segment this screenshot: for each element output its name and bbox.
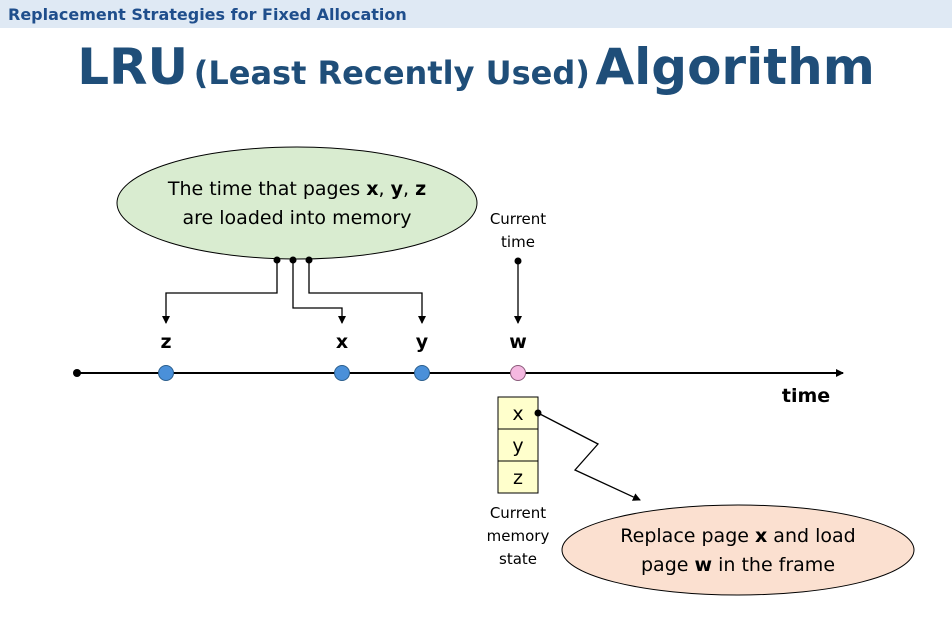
memory-caption-line1: Current xyxy=(490,504,546,522)
connector-y xyxy=(308,260,426,324)
point-label-x: x xyxy=(336,331,348,353)
timeline-point-x xyxy=(334,365,350,381)
point-label-z: z xyxy=(160,331,171,353)
bottom-bubble-line2: page w in the frame xyxy=(641,554,835,576)
timeline-point-w xyxy=(510,365,526,381)
connector-x xyxy=(292,260,346,324)
memory-frame-3-label: z xyxy=(513,467,523,489)
memory-caption-line3: state xyxy=(499,550,537,568)
slide-title: LRU (Least Recently Used) Algorithm xyxy=(0,38,952,96)
timeline-point-z xyxy=(158,365,174,381)
title-main: LRU xyxy=(77,38,189,96)
time-axis-label: time xyxy=(782,385,830,407)
timeline-point-y xyxy=(414,365,430,381)
point-label-w: w xyxy=(509,331,527,353)
point-label-y: y xyxy=(416,331,429,353)
current-time-line2: time xyxy=(501,233,535,251)
top-bubble-line2: are loaded into memory xyxy=(183,207,412,229)
connector-z xyxy=(162,260,278,324)
memory-frame-1-label: x xyxy=(512,403,523,425)
title-paren: (Least Recently Used) xyxy=(193,54,590,92)
replace-arrow xyxy=(537,412,641,501)
slide-header: Replacement Strategies for Fixed Allocat… xyxy=(8,5,407,24)
header-bar xyxy=(0,0,952,28)
title-tail: Algorithm xyxy=(595,38,875,96)
memory-frame-2 xyxy=(497,428,539,462)
current-time-line1: Current xyxy=(490,210,546,228)
memory-frame-3 xyxy=(497,460,539,494)
memory-caption-line2: memory xyxy=(487,527,550,545)
bottom-bubble xyxy=(561,504,915,596)
memory-frame-1 xyxy=(497,396,539,430)
bottom-bubble-line1: Replace page x and load xyxy=(620,525,855,547)
top-bubble-line1: The time that pages x, y, z xyxy=(167,178,426,200)
top-bubble xyxy=(116,146,478,260)
memory-frame-2-label: y xyxy=(512,435,523,457)
